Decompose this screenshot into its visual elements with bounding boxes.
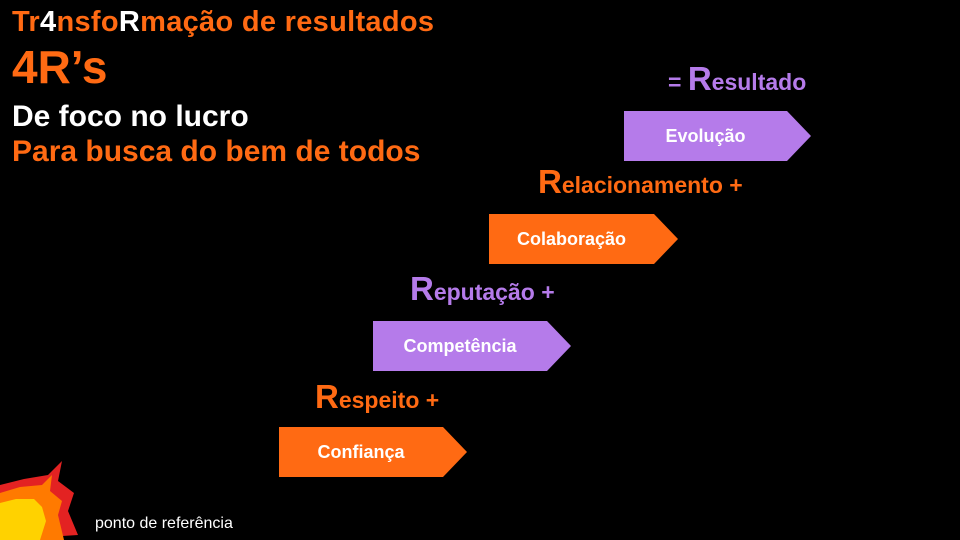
step-word: espeito bbox=[338, 387, 420, 413]
arrow-label: Evolução bbox=[665, 125, 746, 146]
arrow-confianca: Confiança bbox=[279, 427, 467, 477]
step-plus: + bbox=[534, 279, 555, 305]
subtitle: 4R’s bbox=[12, 41, 108, 93]
step-reputacao: Reputação + bbox=[410, 270, 555, 308]
arrow-colaboracao: Colaboração bbox=[489, 214, 678, 264]
title-part-5: mação de resultados bbox=[140, 6, 435, 38]
step-initial: R bbox=[538, 163, 562, 200]
step-plus: + bbox=[419, 387, 440, 413]
step-relacionamento: Relacionamento + bbox=[538, 163, 743, 201]
title-part-2: 4 bbox=[40, 6, 57, 38]
title-part-4: R bbox=[118, 6, 141, 38]
arrow-label: Competência bbox=[403, 335, 517, 356]
step-word: eputação bbox=[433, 279, 535, 305]
title-part-3: nsfo bbox=[56, 6, 119, 38]
brand-name: ponto de referência bbox=[95, 515, 233, 532]
arrow-competencia: Competência bbox=[373, 321, 571, 371]
title-part-1: Tr bbox=[12, 6, 40, 38]
step-word: elacionamento bbox=[561, 172, 723, 198]
slide-title: Tr4nsfoRmação de resultados bbox=[12, 6, 434, 39]
step-resultado: = Resultado bbox=[668, 60, 806, 98]
arrow-label: Confiança bbox=[317, 441, 405, 462]
headline-common-good: Para busca do bem de todos bbox=[12, 135, 421, 168]
step-word: esultado bbox=[711, 69, 807, 95]
arrow-label: Colaboração bbox=[516, 228, 627, 249]
headline-focus-profit: De foco no lucro bbox=[12, 100, 249, 133]
step-initial: R bbox=[687, 60, 712, 97]
arrow-evolucao: Evolução bbox=[624, 111, 811, 161]
step-plus: + bbox=[722, 172, 743, 198]
step-initial: R bbox=[410, 270, 434, 307]
step-equals: = bbox=[668, 69, 688, 95]
speech-burst-logo-icon bbox=[0, 461, 78, 540]
step-initial: R bbox=[315, 378, 339, 415]
step-respeito: Respeito + bbox=[315, 378, 439, 416]
